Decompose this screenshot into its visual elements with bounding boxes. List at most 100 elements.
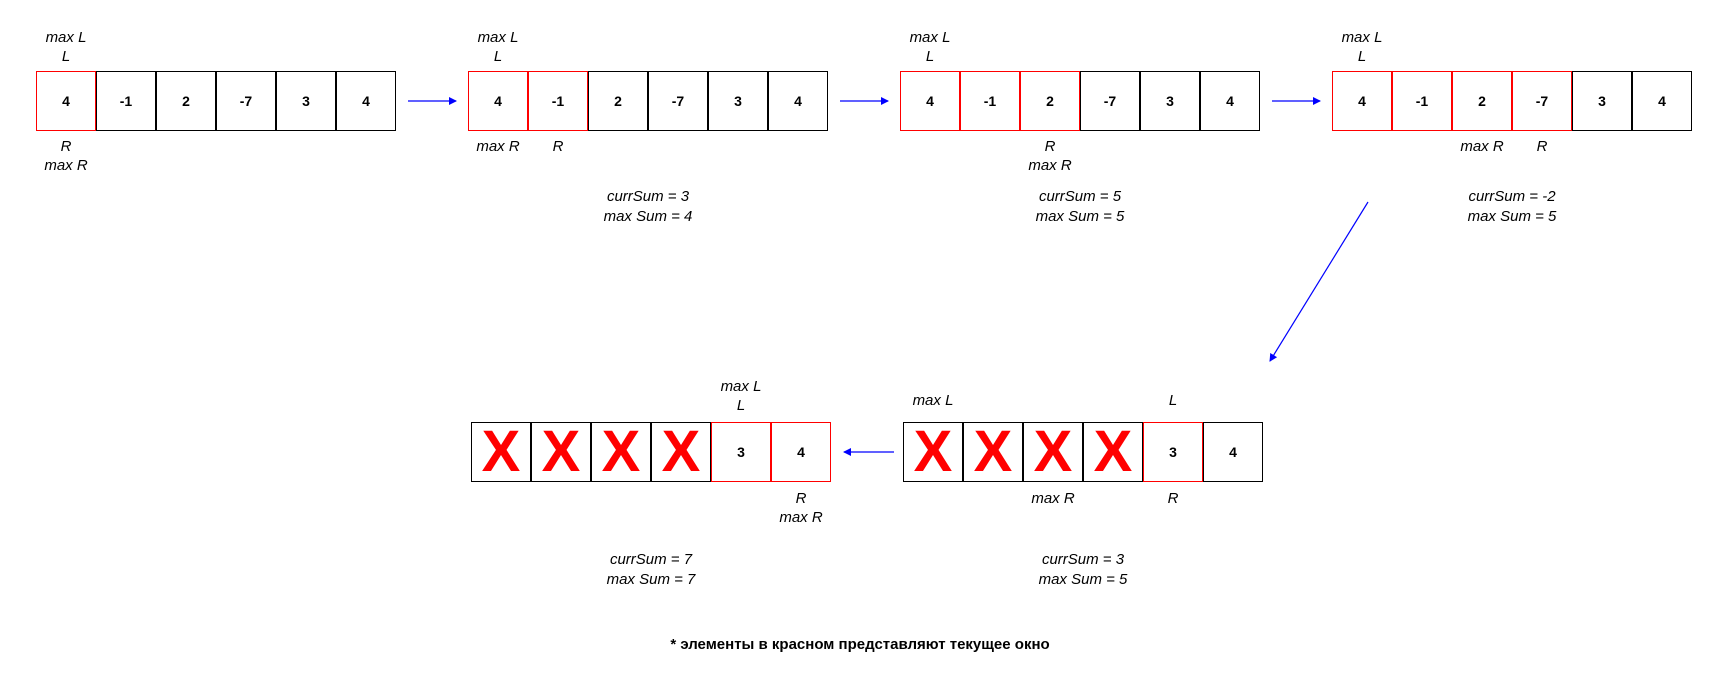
- array-cell: -1: [528, 71, 588, 131]
- cell-value: 4: [62, 93, 70, 109]
- pointer-label: L: [925, 48, 935, 65]
- cell-value: -1: [983, 93, 997, 109]
- array-cell: -7: [1512, 71, 1572, 131]
- array-cell: 2: [1020, 71, 1080, 131]
- array-cell: 2: [588, 71, 648, 131]
- pointer-label: L: [1357, 48, 1367, 65]
- cell-value: 4: [794, 93, 802, 109]
- pointer-label: max L: [912, 392, 954, 409]
- max-sum-text: max Sum = 5: [1035, 208, 1125, 225]
- cell-value: 3: [1598, 93, 1606, 109]
- pointer-label: L: [736, 397, 746, 414]
- cell-value: 3: [1169, 444, 1177, 460]
- array-cell: 4: [1632, 71, 1692, 131]
- cell-value: 2: [1046, 93, 1054, 109]
- cell-value: 3: [734, 93, 742, 109]
- cell-value: 4: [362, 93, 370, 109]
- array-cell: -7: [648, 71, 708, 131]
- cell-value: 4: [797, 444, 805, 460]
- array-cell: -1: [960, 71, 1020, 131]
- pointer-label: max R: [779, 509, 823, 526]
- cell-value: 2: [614, 93, 622, 109]
- cell-value: -1: [1415, 93, 1429, 109]
- pointer-label: max L: [909, 29, 951, 46]
- array-cell: -1: [1392, 71, 1452, 131]
- array-cell: 2: [156, 71, 216, 131]
- pointer-label: max L: [477, 29, 519, 46]
- pointer-label: R: [1536, 138, 1548, 155]
- array-cell: 4: [900, 71, 960, 131]
- pointer-label: max L: [45, 29, 87, 46]
- cell-value: -7: [1103, 93, 1117, 109]
- array-cell: X: [1023, 422, 1083, 482]
- cell-value: -7: [671, 93, 685, 109]
- pointer-label: max R: [476, 138, 520, 155]
- pointer-label: max L: [720, 378, 762, 395]
- footnote-window-legend: * элементы в красном представляют текуще…: [670, 636, 1050, 653]
- array-cell: 3: [711, 422, 771, 482]
- cross-mark-icon: X: [1093, 419, 1133, 484]
- current-sum-text: currSum = 5: [1038, 188, 1122, 205]
- array-cell: X: [963, 422, 1023, 482]
- array-cell: X: [591, 422, 651, 482]
- array-cell: 4: [336, 71, 396, 131]
- max-sum-text: max Sum = 7: [606, 571, 696, 588]
- cell-value: -1: [551, 93, 565, 109]
- cell-value: 4: [926, 93, 934, 109]
- array-cell: 4: [1332, 71, 1392, 131]
- cell-value: 3: [1166, 93, 1174, 109]
- current-sum-text: currSum = 7: [609, 551, 693, 568]
- cell-value: -7: [239, 93, 253, 109]
- pointer-label: max L: [1341, 29, 1383, 46]
- pointer-label: R: [60, 138, 72, 155]
- cell-value: 4: [1229, 444, 1237, 460]
- cross-mark-icon: X: [541, 419, 581, 484]
- array-cell: -7: [216, 71, 276, 131]
- array-cell: 3: [1140, 71, 1200, 131]
- array-cell: 4: [1203, 422, 1263, 482]
- pointer-label: R: [795, 490, 807, 507]
- array-cell: X: [651, 422, 711, 482]
- pointer-label: max R: [44, 157, 88, 174]
- pointer-label: max R: [1031, 490, 1075, 507]
- array-cell: 3: [1143, 422, 1203, 482]
- max-sum-text: max Sum = 5: [1467, 208, 1557, 225]
- pointer-label: L: [493, 48, 503, 65]
- pointer-label: R: [552, 138, 564, 155]
- array-cell: 4: [768, 71, 828, 131]
- array-cell: X: [903, 422, 963, 482]
- pointer-label: max R: [1460, 138, 1504, 155]
- cross-mark-icon: X: [973, 419, 1013, 484]
- current-sum-text: currSum = -2: [1468, 188, 1556, 205]
- cell-value: 3: [737, 444, 745, 460]
- max-sum-text: max Sum = 5: [1038, 571, 1128, 588]
- pointer-label: L: [1168, 392, 1178, 409]
- cell-value: 4: [1358, 93, 1366, 109]
- cross-mark-icon: X: [913, 419, 953, 484]
- array-cell: 2: [1452, 71, 1512, 131]
- array-cell: X: [1083, 422, 1143, 482]
- max-sum-text: max Sum = 4: [603, 208, 693, 225]
- array-cell: 4: [36, 71, 96, 131]
- array-cell: 4: [1200, 71, 1260, 131]
- array-cell: X: [531, 422, 591, 482]
- pointer-label: R: [1167, 490, 1179, 507]
- current-sum-text: currSum = 3: [606, 188, 690, 205]
- cell-value: -1: [119, 93, 133, 109]
- cell-value: 3: [302, 93, 310, 109]
- cell-value: 2: [1478, 93, 1486, 109]
- pointer-label: max R: [1028, 157, 1072, 174]
- cell-value: 2: [182, 93, 190, 109]
- cell-value: 4: [1226, 93, 1234, 109]
- cross-mark-icon: X: [601, 419, 641, 484]
- cell-value: -7: [1535, 93, 1549, 109]
- cell-value: 4: [1658, 93, 1666, 109]
- cross-mark-icon: X: [481, 419, 521, 484]
- array-cell: 3: [708, 71, 768, 131]
- current-sum-text: currSum = 3: [1041, 551, 1125, 568]
- cross-mark-icon: X: [1033, 419, 1073, 484]
- array-cell: 3: [1572, 71, 1632, 131]
- array-cell: -7: [1080, 71, 1140, 131]
- array-cell: 4: [771, 422, 831, 482]
